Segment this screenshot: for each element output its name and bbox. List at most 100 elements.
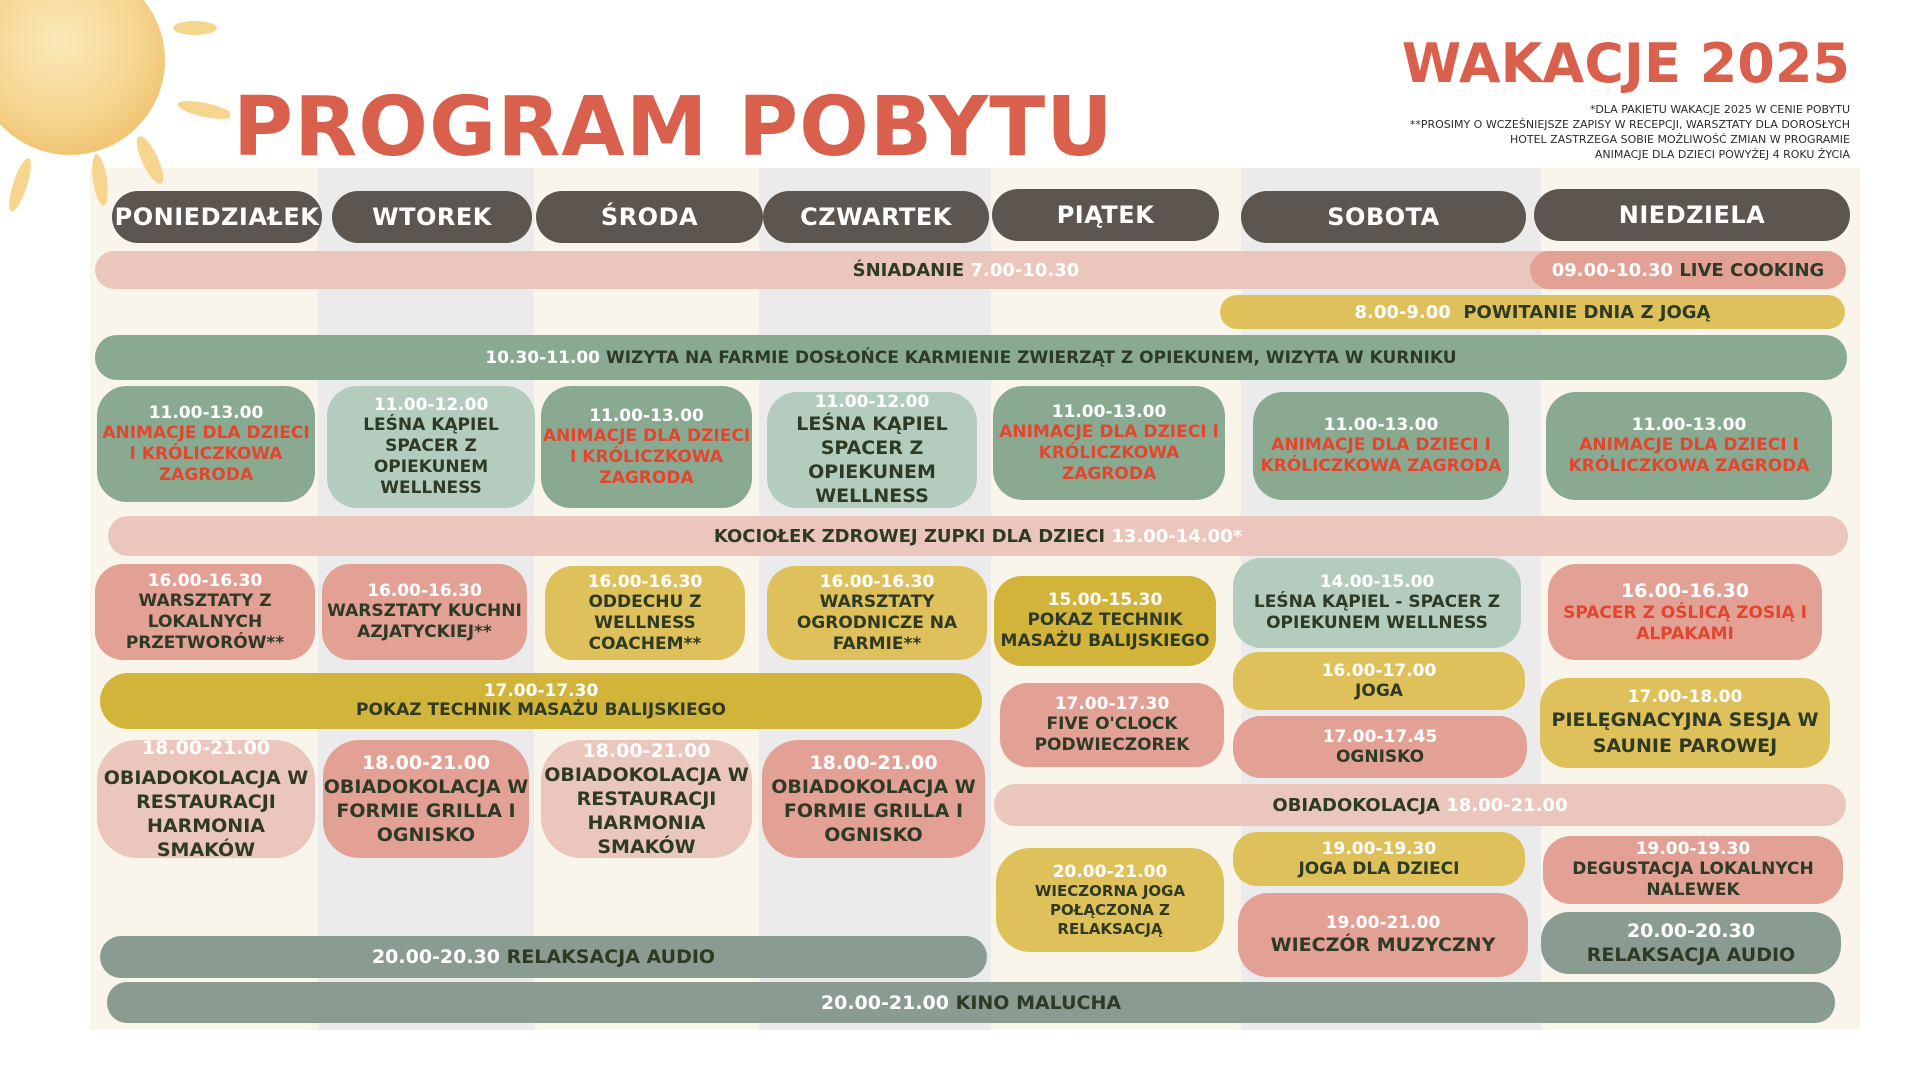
event-tuesday-dinner: 18.00-21.00 OBIADOKOLACJA W FORMIE GRILL… xyxy=(323,740,529,858)
event-saturday-yoga: 16.00-17.00 JOGA xyxy=(1233,652,1525,710)
event-monday-dinner: 18.00-21.00 OBIADOKOLACJA W RESTAURACJI … xyxy=(97,740,315,858)
event-label: LEŚNA KĄPIEL SPACER Z OPIEKUNEM WELLNESS xyxy=(363,415,499,498)
event-saturday-kids-yoga: 19.00-19.30 JOGA DLA DZIECI xyxy=(1233,832,1525,886)
event-label: LEŚNA KĄPIEL - SPACER Z OPIEKUNEM WELLNE… xyxy=(1253,592,1501,633)
event-time: 19.00-21.00 xyxy=(1325,913,1441,933)
event-time: 14.00-15.00 xyxy=(1319,572,1435,592)
event-label: ANIMACJE DLA DZIECI I KRÓLICZKOWA ZAGROD… xyxy=(999,421,1219,484)
event-label: WARSZTATY OGRODNICZE NA FARMIE** xyxy=(796,591,958,654)
day-header-tuesday: WTOREK xyxy=(332,191,532,243)
farm-label: WIZYTA NA FARMIE DOSŁOŃCE KARMIENIE ZWIE… xyxy=(605,347,1457,368)
event-time: 18.00-21.00 xyxy=(809,752,938,774)
farm-band: 10.30-11.00 WIZYTA NA FARMIE DOSŁOŃCE KA… xyxy=(95,335,1847,380)
footnote-2: **PROSIMY O WCZEŚNIEJSZE ZAPISY W RECEPC… xyxy=(1409,118,1850,131)
season-title: WAKACJE 2025 xyxy=(1401,32,1850,95)
event-label: RELAKSACJA AUDIO xyxy=(1586,944,1796,966)
day-header-thursday: CZWARTEK xyxy=(763,191,989,243)
event-label: WIECZÓR MUZYCZNY xyxy=(1270,934,1496,956)
event-time: 16.00-16.30 xyxy=(1620,580,1750,602)
day-header-monday: PONIEDZIAŁEK xyxy=(112,191,322,243)
event-sunday-audio: 20.00-20.30 RELAKSACJA AUDIO xyxy=(1541,912,1841,974)
event-saturday-forest-bath: 14.00-15.00 LEŚNA KĄPIEL - SPACER Z OPIE… xyxy=(1233,558,1521,648)
event-time: 11.00-13.00 xyxy=(589,405,704,426)
event-tuesday-forest-bath: 11.00-12.00 LEŚNA KĄPIEL SPACER Z OPIEKU… xyxy=(327,386,535,508)
event-tuesday-workshop: 16.00-16.30 WARSZTATY KUCHNI AZJATYCKIEJ… xyxy=(322,564,527,660)
farm-time: 10.30-11.00 xyxy=(485,347,601,368)
event-saturday-bonfire: 17.00-17.45 OGNISKO xyxy=(1233,716,1527,778)
event-label: ANIMACJE DLA DZIECI I KRÓLICZKOWA ZAGROD… xyxy=(1260,435,1502,476)
cinema-band-label: KINO MALUCHA xyxy=(955,991,1122,1014)
event-time: 16.00-16.30 xyxy=(367,581,482,601)
event-sunday-animations: 11.00-13.00 ANIMACJE DLA DZIECI I KRÓLIC… xyxy=(1546,392,1832,500)
footnote-3: HOTEL ZASTRZEGA SOBIE MOŻLIWOŚĆ ZMIAN W … xyxy=(1509,133,1850,146)
event-time: 19.00-19.30 xyxy=(1321,838,1437,859)
event-time: 17.00-17.30 xyxy=(1054,694,1170,714)
event-label: POKAZ TECHNIK MASAŻU BALIJSKIEGO xyxy=(1000,610,1210,651)
cinema-band-time: 20.00-21.00 xyxy=(820,991,949,1014)
event-sunday-walk: 16.00-16.30 SPACER Z OŚLICĄ ZOSIĄ I ALPA… xyxy=(1548,564,1822,660)
event-label: WARSZTATY KUCHNI AZJATYCKIEJ** xyxy=(327,601,522,642)
event-sunday-tasting: 19.00-19.30 DEGUSTACJA LOKALNYCH NALEWEK xyxy=(1543,836,1843,904)
event-label: OBIADOKOLACJA W FORMIE GRILLA I OGNISKO xyxy=(323,776,529,846)
event-wednesday-animations: 11.00-13.00 ANIMACJE DLA DZIECI I KRÓLIC… xyxy=(541,386,752,508)
day-header-wednesday: ŚRODA xyxy=(536,191,763,243)
event-wednesday-workshop: 16.00-16.30 ODDECHU Z WELLNESS COACHEM** xyxy=(545,566,745,660)
event-thursday-workshop: 16.00-16.30 WARSZTATY OGRODNICZE NA FARM… xyxy=(767,566,987,660)
event-label: PIELĘGNACYJNA SESJA W SAUNIE PAROWEJ xyxy=(1551,709,1819,757)
event-label: FIVE O'CLOCK PODWIECZOREK xyxy=(1034,714,1190,755)
event-time: 11.00-12.00 xyxy=(373,395,489,415)
event-label: JOGA DLA DZIECI xyxy=(1298,858,1460,879)
event-label: DEGUSTACJA LOKALNYCH NALEWEK xyxy=(1572,859,1814,900)
event-label: OBIADOKOLACJA W FORMIE GRILLA I OGNISKO xyxy=(771,776,976,846)
event-time: 16.00-16.30 xyxy=(819,571,935,592)
weekend-dinner-band: OBIADOKOLACJA 18.00-21.00 xyxy=(994,784,1846,826)
event-time: 18.00-21.00 xyxy=(361,752,491,774)
event-saturday-music: 19.00-21.00 WIECZÓR MUZYCZNY xyxy=(1238,893,1528,977)
weekend-dinner-label: OBIADOKOLACJA xyxy=(1272,794,1440,816)
event-time: 11.00-13.00 xyxy=(148,402,264,423)
event-label: WIECZORNA JOGA POŁĄCZONA Z RELAKSACJĄ xyxy=(1034,881,1186,938)
weekend-dinner-time: 18.00-21.00 xyxy=(1446,794,1568,816)
event-time: 17.00-18.00 xyxy=(1627,687,1743,707)
morning-yoga-time: 8.00-9.00 xyxy=(1354,301,1451,323)
event-time: 11.00-13.00 xyxy=(1323,415,1439,435)
event-wednesday-dinner: 18.00-21.00 OBIADOKOLACJA W RESTAURACJI … xyxy=(541,740,752,858)
event-monday-animations: 11.00-13.00 ANIMACJE DLA DZIECI I KRÓLIC… xyxy=(97,386,315,502)
audio-band: 20.00-20.30 RELAKSACJA AUDIO xyxy=(100,936,987,978)
event-label: SPACER Z OŚLICĄ ZOSIĄ I ALPAKAMI xyxy=(1563,603,1807,644)
massage-band-label: POKAZ TECHNIK MASAŻU BALIJSKIEGO xyxy=(356,700,726,720)
sun-icon xyxy=(0,0,230,212)
breakfast-time: 7.00-10.30 xyxy=(970,259,1080,281)
massage-band: 17.00-17.30 POKAZ TECHNIK MASAŻU BALIJSK… xyxy=(100,673,982,729)
event-time: 11.00-13.00 xyxy=(1051,401,1167,422)
day-header-friday: PIĄTEK xyxy=(992,189,1219,241)
event-label: OGNISKO xyxy=(1335,746,1425,767)
event-label: OBIADOKOLACJA W RESTAURACJI HARMONIA SMA… xyxy=(544,764,749,858)
event-time: 20.00-21.00 xyxy=(1052,861,1168,882)
event-label: WARSZTATY Z LOKALNYCH PRZETWORÓW** xyxy=(125,590,285,653)
audio-band-label: RELAKSACJA AUDIO xyxy=(506,946,716,968)
event-time: 19.00-19.30 xyxy=(1635,839,1751,859)
page-title: PROGRAM POBYTU xyxy=(233,80,1114,175)
morning-yoga-band: 8.00-9.00 POWITANIE DNIA Z JOGĄ xyxy=(1220,295,1845,329)
soup-label: KOCIOŁEK ZDROWEJ ZUPKI DLA DZIECI xyxy=(713,525,1106,547)
massage-band-time: 17.00-17.30 xyxy=(483,681,599,701)
event-saturday-animations: 11.00-13.00 ANIMACJE DLA DZIECI I KRÓLIC… xyxy=(1253,392,1509,500)
event-time: 18.00-21.00 xyxy=(582,740,711,762)
soup-band: KOCIOŁEK ZDROWEJ ZUPKI DLA DZIECI 13.00-… xyxy=(108,516,1848,556)
event-monday-workshop: 16.00-16.30 WARSZTATY Z LOKALNYCH PRZETW… xyxy=(95,564,315,660)
day-header-sunday: NIEDZIELA xyxy=(1534,189,1850,241)
footnotes: *DLA PAKIETU WAKACJE 2025 W CENIE POBYTU… xyxy=(1150,102,1850,162)
footnote-4: ANIMACJE DLA DZIECI POWYŻEJ 4 ROKU ŻYCIA xyxy=(1594,148,1850,161)
event-time: 16.00-17.00 xyxy=(1321,660,1437,681)
event-time: 18.00-21.00 xyxy=(141,740,271,759)
event-friday-evening-yoga: 20.00-21.00 WIECZORNA JOGA POŁĄCZONA Z R… xyxy=(996,848,1224,952)
event-friday-animations: 11.00-13.00 ANIMACJE DLA DZIECI I KRÓLIC… xyxy=(993,386,1225,500)
event-label: ODDECHU Z WELLNESS COACHEM** xyxy=(588,591,702,654)
event-friday-massage: 15.00-15.30 POKAZ TECHNIK MASAŻU BALIJSK… xyxy=(994,576,1216,666)
event-label: ANIMACJE DLA DZIECI I KRÓLICZKOWA ZAGROD… xyxy=(1568,435,1810,476)
morning-yoga-label: POWITANIE DNIA Z JOGĄ xyxy=(1463,301,1711,323)
event-thursday-forest-bath: 11.00-12.00 LEŚNA KĄPIEL SPACER Z OPIEKU… xyxy=(767,392,977,508)
event-thursday-dinner: 18.00-21.00 OBIADOKOLACJA W FORMIE GRILL… xyxy=(762,740,985,858)
event-friday-tea: 17.00-17.30 FIVE O'CLOCK PODWIECZOREK xyxy=(1000,683,1224,767)
